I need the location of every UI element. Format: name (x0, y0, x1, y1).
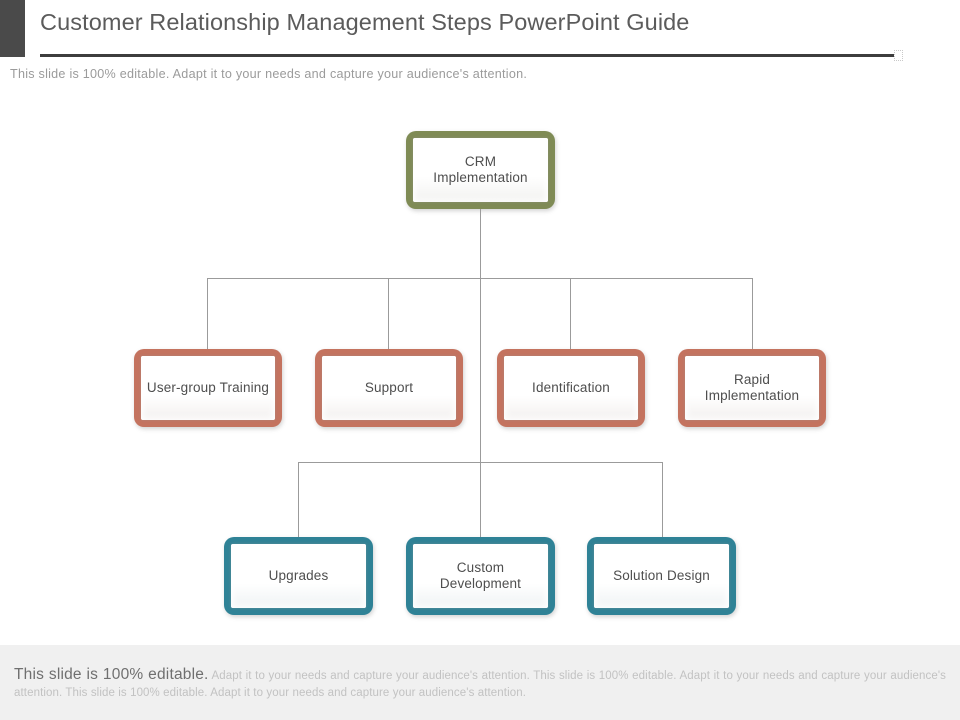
footer-body-text: Adapt it to your needs and capture your … (14, 670, 946, 699)
node-user-group-training-inner: User-group Training (141, 356, 275, 420)
slide-header: Customer Relationship Management Steps P… (0, 0, 960, 81)
slide-subtitle: This slide is 100% editable. Adapt it to… (10, 67, 528, 81)
node-rapid-implementation-inner: Rapid Implementation (685, 356, 819, 420)
connector-drop-identification (570, 278, 571, 350)
page-title: Customer Relationship Management Steps P… (40, 9, 690, 35)
connector-drop-support (388, 278, 389, 350)
node-solution-design-inner: Solution Design (594, 544, 729, 608)
node-label: Upgrades (268, 568, 329, 583)
connector-center-spine (480, 278, 481, 462)
connector-drop-user-group-training (207, 278, 208, 350)
footer-lead-text: This slide is 100% editable. (14, 666, 209, 683)
connector-drop-upgrades (298, 462, 299, 538)
node-crm-implementation-inner: CRM Implementation (413, 138, 548, 202)
node-label: Support (364, 380, 414, 395)
connector-drop-custom-development (480, 462, 481, 538)
connector-root-stem (480, 209, 481, 278)
node-label: Rapid Implementation (704, 372, 800, 403)
node-label: Custom Development (439, 560, 522, 591)
node-custom-development[interactable]: Custom Development (406, 537, 555, 615)
node-custom-development-inner: Custom Development (413, 544, 548, 608)
slide-footer: This slide is 100% editable. Adapt it to… (0, 645, 960, 720)
node-crm-implementation[interactable]: CRM Implementation (406, 131, 555, 209)
node-upgrades[interactable]: Upgrades (224, 537, 373, 615)
node-solution-design[interactable]: Solution Design (587, 537, 736, 615)
connector-drop-rapid-implementation (752, 278, 753, 350)
node-support[interactable]: Support (315, 349, 463, 427)
footer-paragraph: This slide is 100% editable. Adapt it to… (14, 666, 946, 702)
node-label: Solution Design (613, 568, 710, 583)
connector-drop-solution-design (662, 462, 663, 538)
title-divider-rule (40, 54, 897, 57)
node-upgrades-inner: Upgrades (231, 544, 366, 608)
node-identification[interactable]: Identification (497, 349, 645, 427)
rule-resize-handle[interactable] (894, 50, 903, 61)
node-label: User-group Training (146, 380, 270, 395)
node-label: Identification (532, 380, 610, 395)
node-support-inner: Support (322, 356, 456, 420)
node-rapid-implementation[interactable]: Rapid Implementation (678, 349, 826, 427)
node-label: CRM Implementation (433, 154, 528, 185)
node-user-group-training[interactable]: User-group Training (134, 349, 282, 427)
node-identification-inner: Identification (504, 356, 638, 420)
header-accent-bar (0, 0, 25, 57)
org-chart-diagram: CRM Implementation User-group Training S… (0, 100, 960, 645)
